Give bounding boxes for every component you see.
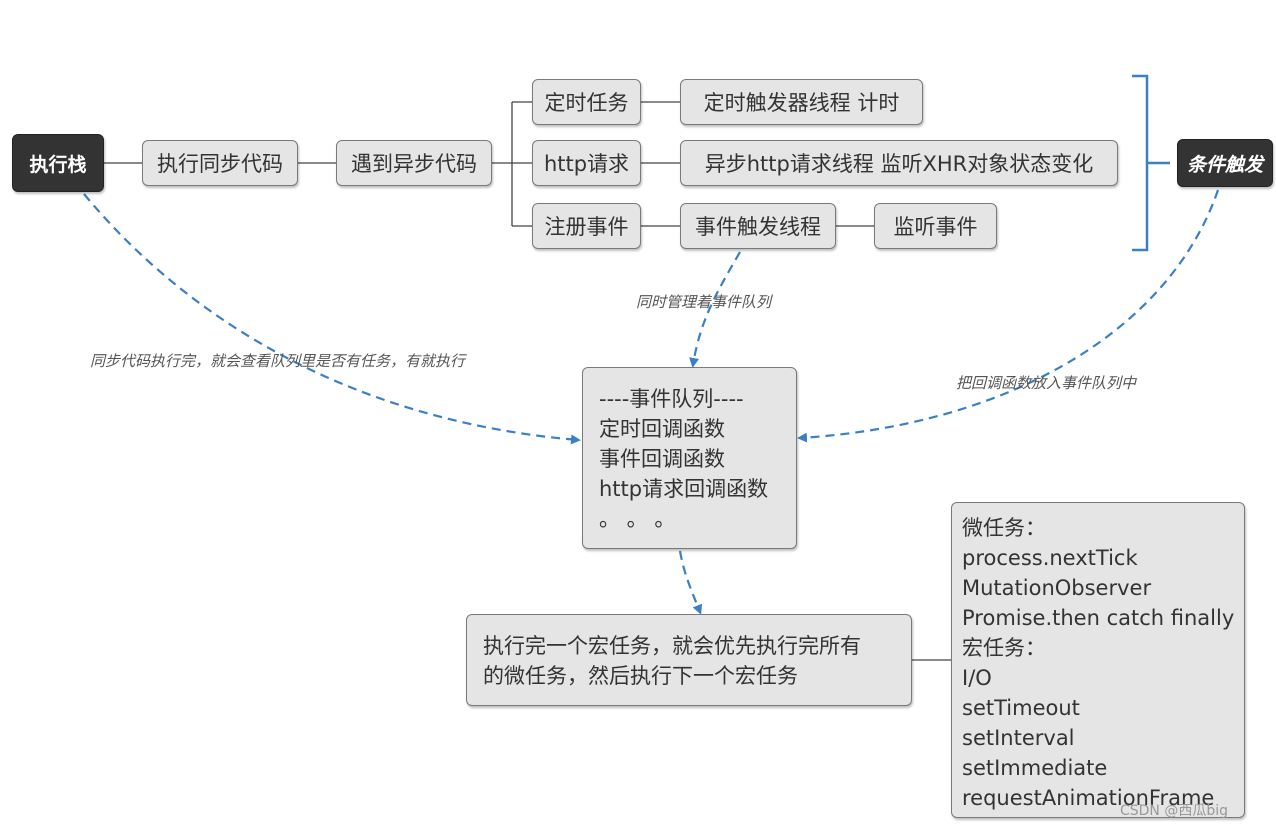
task-list-line: requestAnimationFrame (962, 786, 1215, 810)
task-list-line: I/O (962, 666, 992, 690)
meet-async-node: 遇到异步代码 (336, 140, 492, 186)
macro-note-node: 执行完一个宏任务，就会优先执行完所有 的微任务，然后执行下一个宏任务 (466, 614, 912, 706)
task-list-line: setImmediate (962, 756, 1108, 780)
arrow-stack-to-queue (83, 193, 581, 445)
listen-event-node: 监听事件 (874, 203, 997, 249)
exec-stack-node: 执行栈 (12, 134, 104, 192)
task-list-line: setTimeout (962, 696, 1080, 720)
task-list-line: setInterval (962, 726, 1075, 750)
register-event-node: 注册事件 (532, 203, 641, 249)
label-sync-done: 同步代码执行完，就会查看队列里是否有任务，有就执行 (90, 352, 466, 370)
event-queue-line: 定时回调函数 (599, 417, 725, 441)
watermark: CSDN @西瓜big (1119, 803, 1228, 819)
event-queue-node: ----事件队列---- 定时回调函数 事件回调函数 http请求回调函数 。 … (582, 367, 797, 549)
event-queue-line: http请求回调函数 (599, 477, 769, 501)
macro-note-line: 的微任务，然后执行下一个宏任务 (483, 664, 798, 688)
http-request-node: http请求 (532, 140, 641, 186)
bracket-right (1132, 74, 1170, 252)
task-list-line: Promise.then catch finally (962, 606, 1235, 630)
condition-trigger-node: 条件触发 (1177, 139, 1273, 187)
arrow-queue-to-note (678, 550, 703, 615)
label-manage-queue: 同时管理着事件队列 (636, 293, 772, 311)
task-list-line: 微任务： (962, 516, 1046, 540)
task-list-line: 宏任务： (962, 636, 1046, 660)
timer-task-node: 定时任务 (532, 79, 641, 125)
arrow-thread-to-queue (689, 251, 741, 368)
task-list-line: MutationObserver (962, 576, 1152, 600)
event-queue-line: 事件回调函数 (599, 447, 725, 471)
event-queue-line: ----事件队列---- (599, 387, 744, 411)
timer-thread-node: 定时触发器线程 计时 (680, 79, 923, 125)
event-queue-line: 。 。 。 (599, 507, 676, 531)
http-thread-node: 异步http请求线程 监听XHR对象状态变化 (680, 140, 1118, 186)
task-list-node: 微任务： process.nextTick MutationObserver P… (951, 502, 1245, 818)
connector-async-branch (492, 101, 532, 227)
task-list-line: process.nextTick (962, 546, 1138, 570)
label-push-callback: 把回调函数放入事件队列中 (956, 374, 1137, 392)
macro-note-line: 执行完一个宏任务，就会优先执行完所有 (483, 634, 861, 658)
arrow-trigger-to-queue (797, 189, 1220, 443)
event-thread-node: 事件触发线程 (680, 203, 836, 249)
exec-sync-node: 执行同步代码 (142, 140, 298, 186)
